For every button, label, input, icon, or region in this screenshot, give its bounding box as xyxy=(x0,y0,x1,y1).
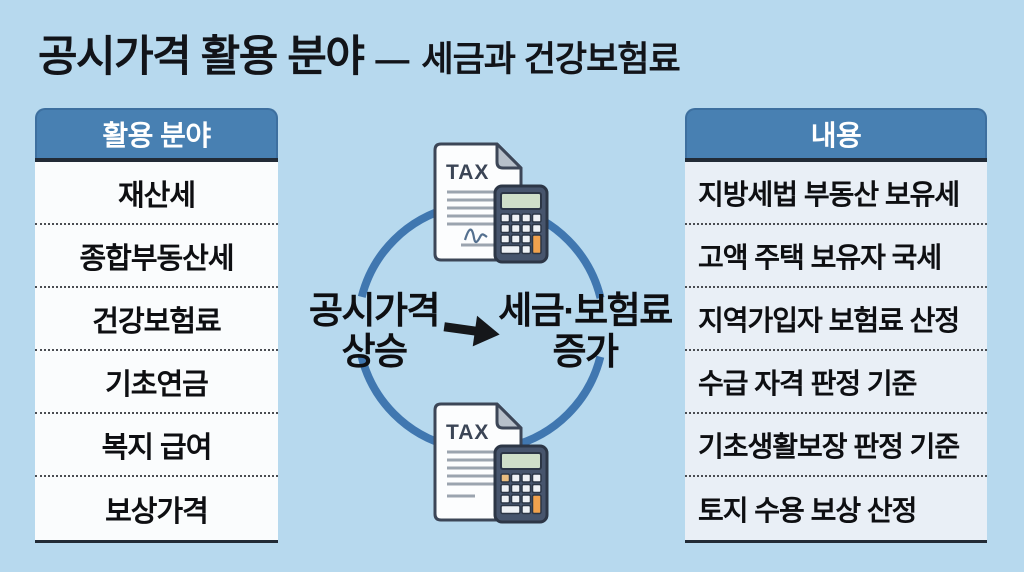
tax-label: TAX xyxy=(446,161,489,184)
effect-line2: 증가 xyxy=(552,331,619,373)
cause-line2: 상승 xyxy=(341,331,408,373)
contents-table-header: 내용 xyxy=(685,108,987,158)
tax-document-calculator-icon: TAX xyxy=(433,402,549,524)
contents-table: 내용 지방세법 부동산 보유세 고액 주택 보유자 국세 지역가입자 보험료 산… xyxy=(685,108,987,543)
table-row: 기초연금 xyxy=(35,351,278,414)
contents-table-body: 지방세법 부동산 보유세 고액 주택 보유자 국세 지역가입자 보험료 산정 수… xyxy=(685,158,987,543)
table-row: 지방세법 부동산 보유세 xyxy=(685,162,987,225)
table-row: 토지 수용 보상 산정 xyxy=(698,494,917,526)
table-row: 복지 급여 xyxy=(35,414,278,477)
table-row: 건강보험료 xyxy=(35,288,278,351)
usage-fields-table: 활용 분야 재산세 종합부동산세 건강보험료 기초연금 복지 급여 보상가격 xyxy=(35,108,278,543)
page-title: 공시가격 활용 분야 — 세금과 건강보험료 xyxy=(38,22,681,84)
table-row: 수급 자격 판정 기준 xyxy=(685,351,987,414)
calculator-icon xyxy=(493,184,549,264)
cause-line1: 공시가격 xyxy=(308,290,441,331)
usage-fields-table-header: 활용 분야 xyxy=(35,108,278,158)
table-row: 재산세 xyxy=(35,162,278,225)
effect-line1: 세금·보험료 xyxy=(498,290,673,331)
table-row: 기초생활보장 판정 기준 xyxy=(685,414,987,477)
table-row: 보상가격 xyxy=(105,495,209,528)
table-row: 고액 주택 보유자 국세 xyxy=(685,225,987,288)
table-row: 지역가입자 보험료 산정 xyxy=(685,288,987,351)
table-row: 종합부동산세 xyxy=(35,225,278,288)
calculator-icon xyxy=(493,444,549,524)
page-title-main: 공시가격 활용 분야 xyxy=(38,33,365,81)
tax-document-calculator-icon: TAX xyxy=(433,142,549,264)
usage-fields-table-body: 재산세 종합부동산세 건강보험료 기초연금 복지 급여 보상가격 xyxy=(35,158,278,543)
arrow-right-icon xyxy=(443,315,500,347)
page-title-subtitle: 세금과 건강보험료 xyxy=(421,40,680,79)
tax-label: TAX xyxy=(446,421,489,444)
page-title-dash: — xyxy=(375,41,410,79)
effect-text: 세금·보험료 증가 xyxy=(490,290,680,373)
cause-text: 공시가격 상승 xyxy=(286,290,462,373)
